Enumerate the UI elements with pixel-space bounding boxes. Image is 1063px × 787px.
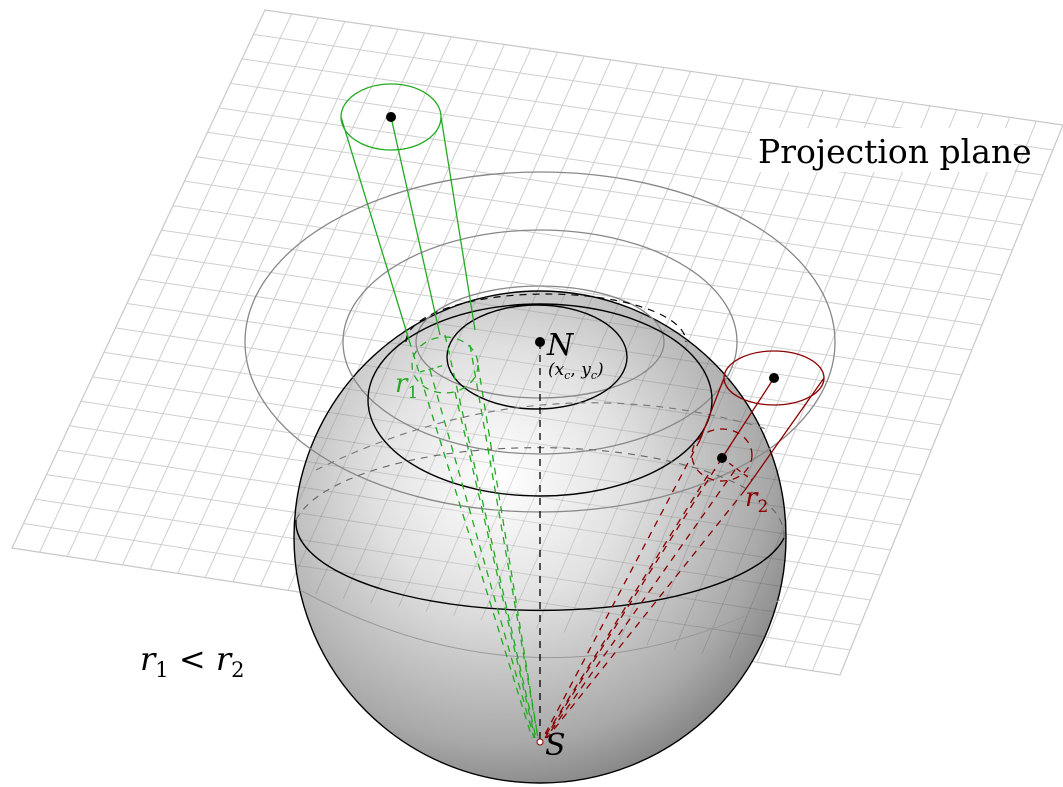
north-point	[535, 337, 545, 347]
grid-line	[425, 291, 665, 612]
grid-line	[294, 302, 786, 426]
grid-line	[294, 327, 786, 451]
grid-line	[195, 156, 1003, 276]
red-cone	[542, 350, 825, 739]
small-sphere-circle	[446, 304, 628, 410]
grid-line	[701, 291, 786, 655]
r1-label: r1	[395, 369, 418, 403]
grid-line	[480, 291, 718, 621]
north-label: N	[546, 328, 575, 363]
grid-line	[294, 498, 786, 626]
center-label: (xc, yc)	[548, 360, 604, 382]
grid-line	[184, 180, 993, 301]
grid-line	[294, 449, 786, 576]
grid-line	[294, 291, 786, 376]
grid-line	[729, 291, 786, 659]
projection-plane-label: Projection plane	[758, 132, 1032, 171]
projection-plane-label-bg	[752, 128, 1014, 172]
medium-sphere-circle	[367, 303, 713, 497]
grid-line	[453, 291, 692, 616]
grid-line	[591, 291, 786, 638]
grid-line	[673, 291, 786, 650]
radius-inequality: r1 < r2	[140, 640, 245, 682]
grid-line	[230, 82, 1033, 201]
large-sphere-circle-front	[295, 519, 785, 612]
grid-line	[294, 291, 786, 401]
grid-line	[294, 474, 786, 601]
grid-line	[535, 291, 771, 629]
grid-line	[294, 376, 786, 501]
middle-projected-circle	[342, 229, 738, 455]
grid-line	[161, 229, 972, 351]
red-top-point	[769, 373, 779, 383]
green-cone	[340, 83, 539, 739]
south-label: S	[545, 728, 566, 763]
large-sphere-circle-back	[295, 447, 785, 539]
horizon-back	[315, 402, 771, 471]
grid-line	[563, 291, 786, 633]
green-projection-rays	[408, 334, 539, 739]
r2-radius	[721, 457, 753, 481]
red-sphere-point	[717, 453, 727, 463]
grid-line	[218, 107, 1023, 226]
south-point	[536, 738, 544, 746]
red-sphere-circle	[691, 428, 753, 482]
r2-label: r2	[745, 483, 768, 517]
grid-line	[397, 291, 638, 608]
equator-back	[405, 293, 687, 343]
red-projection-rays	[542, 439, 746, 739]
grid-line	[207, 131, 1013, 251]
grid-line	[370, 291, 612, 604]
r1-radius	[419, 364, 446, 373]
green-top-point	[386, 112, 396, 122]
grid-line	[172, 205, 982, 326]
